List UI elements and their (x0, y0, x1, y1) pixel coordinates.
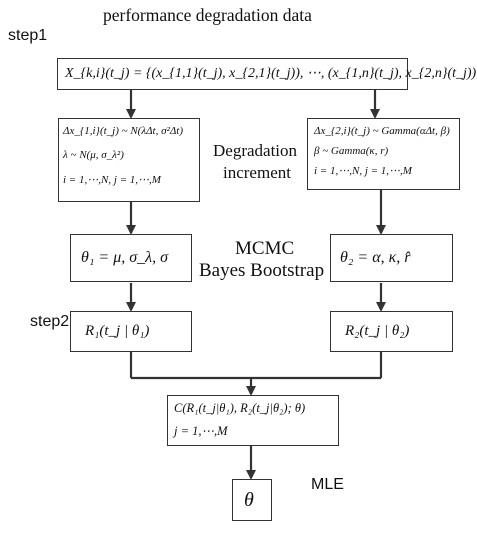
degradation-label: Degradation (213, 141, 298, 160)
wiener-increment-line1: Δx_{1,i}(t_j) ~ N(λΔt, σ²Δt) (63, 125, 184, 137)
gamma-increment-line2: β ~ Gamma(κ, r) (314, 145, 389, 157)
theta-result-formula: θ (244, 489, 254, 511)
wiener-parameters-box: θ₁ = μ, σ_λ, σ (70, 234, 192, 282)
mle-label: MLE (311, 476, 344, 493)
gamma-parameters-box: θ₂ = α, κ, r̂ (330, 234, 453, 282)
gamma-increment-line1: Δx_{2,i}(t_j) ~ Gamma(αΔt, β) (314, 125, 450, 137)
increment-label: increment (223, 163, 291, 182)
gamma-increment-box: Δx_{2,i}(t_j) ~ Gamma(αΔt, β) β ~ Gamma(… (307, 118, 460, 190)
theta-result-box: θ (232, 479, 272, 521)
gamma-parameters-formula: θ₂ = α, κ, r̂ (340, 249, 411, 266)
step1-label: step1 (8, 27, 48, 44)
wiener-increment-box: Δx_{1,i}(t_j) ~ N(λΔt, σ²Δt) λ ~ N(μ, σ_… (58, 118, 200, 202)
copula-function-line1: C(R₁(t_j|θ₁), R₂(t_j|θ₂); θ) (174, 401, 306, 415)
mcmc-label: MCMC (235, 238, 295, 259)
step2-label: step2 (30, 313, 70, 330)
gamma-increment-line3: i = 1,⋯,N, j = 1,⋯,M (314, 165, 412, 177)
wiener-parameters-formula: θ₁ = μ, σ_λ, σ (81, 249, 168, 266)
diagram-title: performance degradation data (103, 5, 312, 25)
bootstrap-label: Bayes Bootstrap (199, 260, 325, 281)
reliability-r2-formula: R₂(t_j | θ₂) (345, 323, 410, 339)
wiener-increment-line2: λ ~ N(μ, σ_λ²) (63, 149, 124, 161)
copula-function-line2: j = 1,⋯,M (174, 424, 228, 438)
reliability-r2-box: R₂(t_j | θ₂) (330, 311, 453, 352)
degradation-data-box: X_{k,i}(t_j) = {(x_{1,1}(t_j), x_{2,1}(t… (57, 58, 477, 90)
reliability-r1-formula: R₁(t_j | θ₁) (85, 323, 150, 339)
reliability-r1-box: R₁(t_j | θ₁) (70, 311, 192, 352)
wiener-increment-line3: i = 1,⋯,N, j = 1,⋯,M (63, 174, 161, 186)
degradation-data-formula: X_{k,i}(t_j) = {(x_{1,1}(t_j), x_{2,1}(t… (65, 66, 477, 81)
copula-function-box: C(R₁(t_j|θ₁), R₂(t_j|θ₂); θ) j = 1,⋯,M (167, 395, 339, 446)
